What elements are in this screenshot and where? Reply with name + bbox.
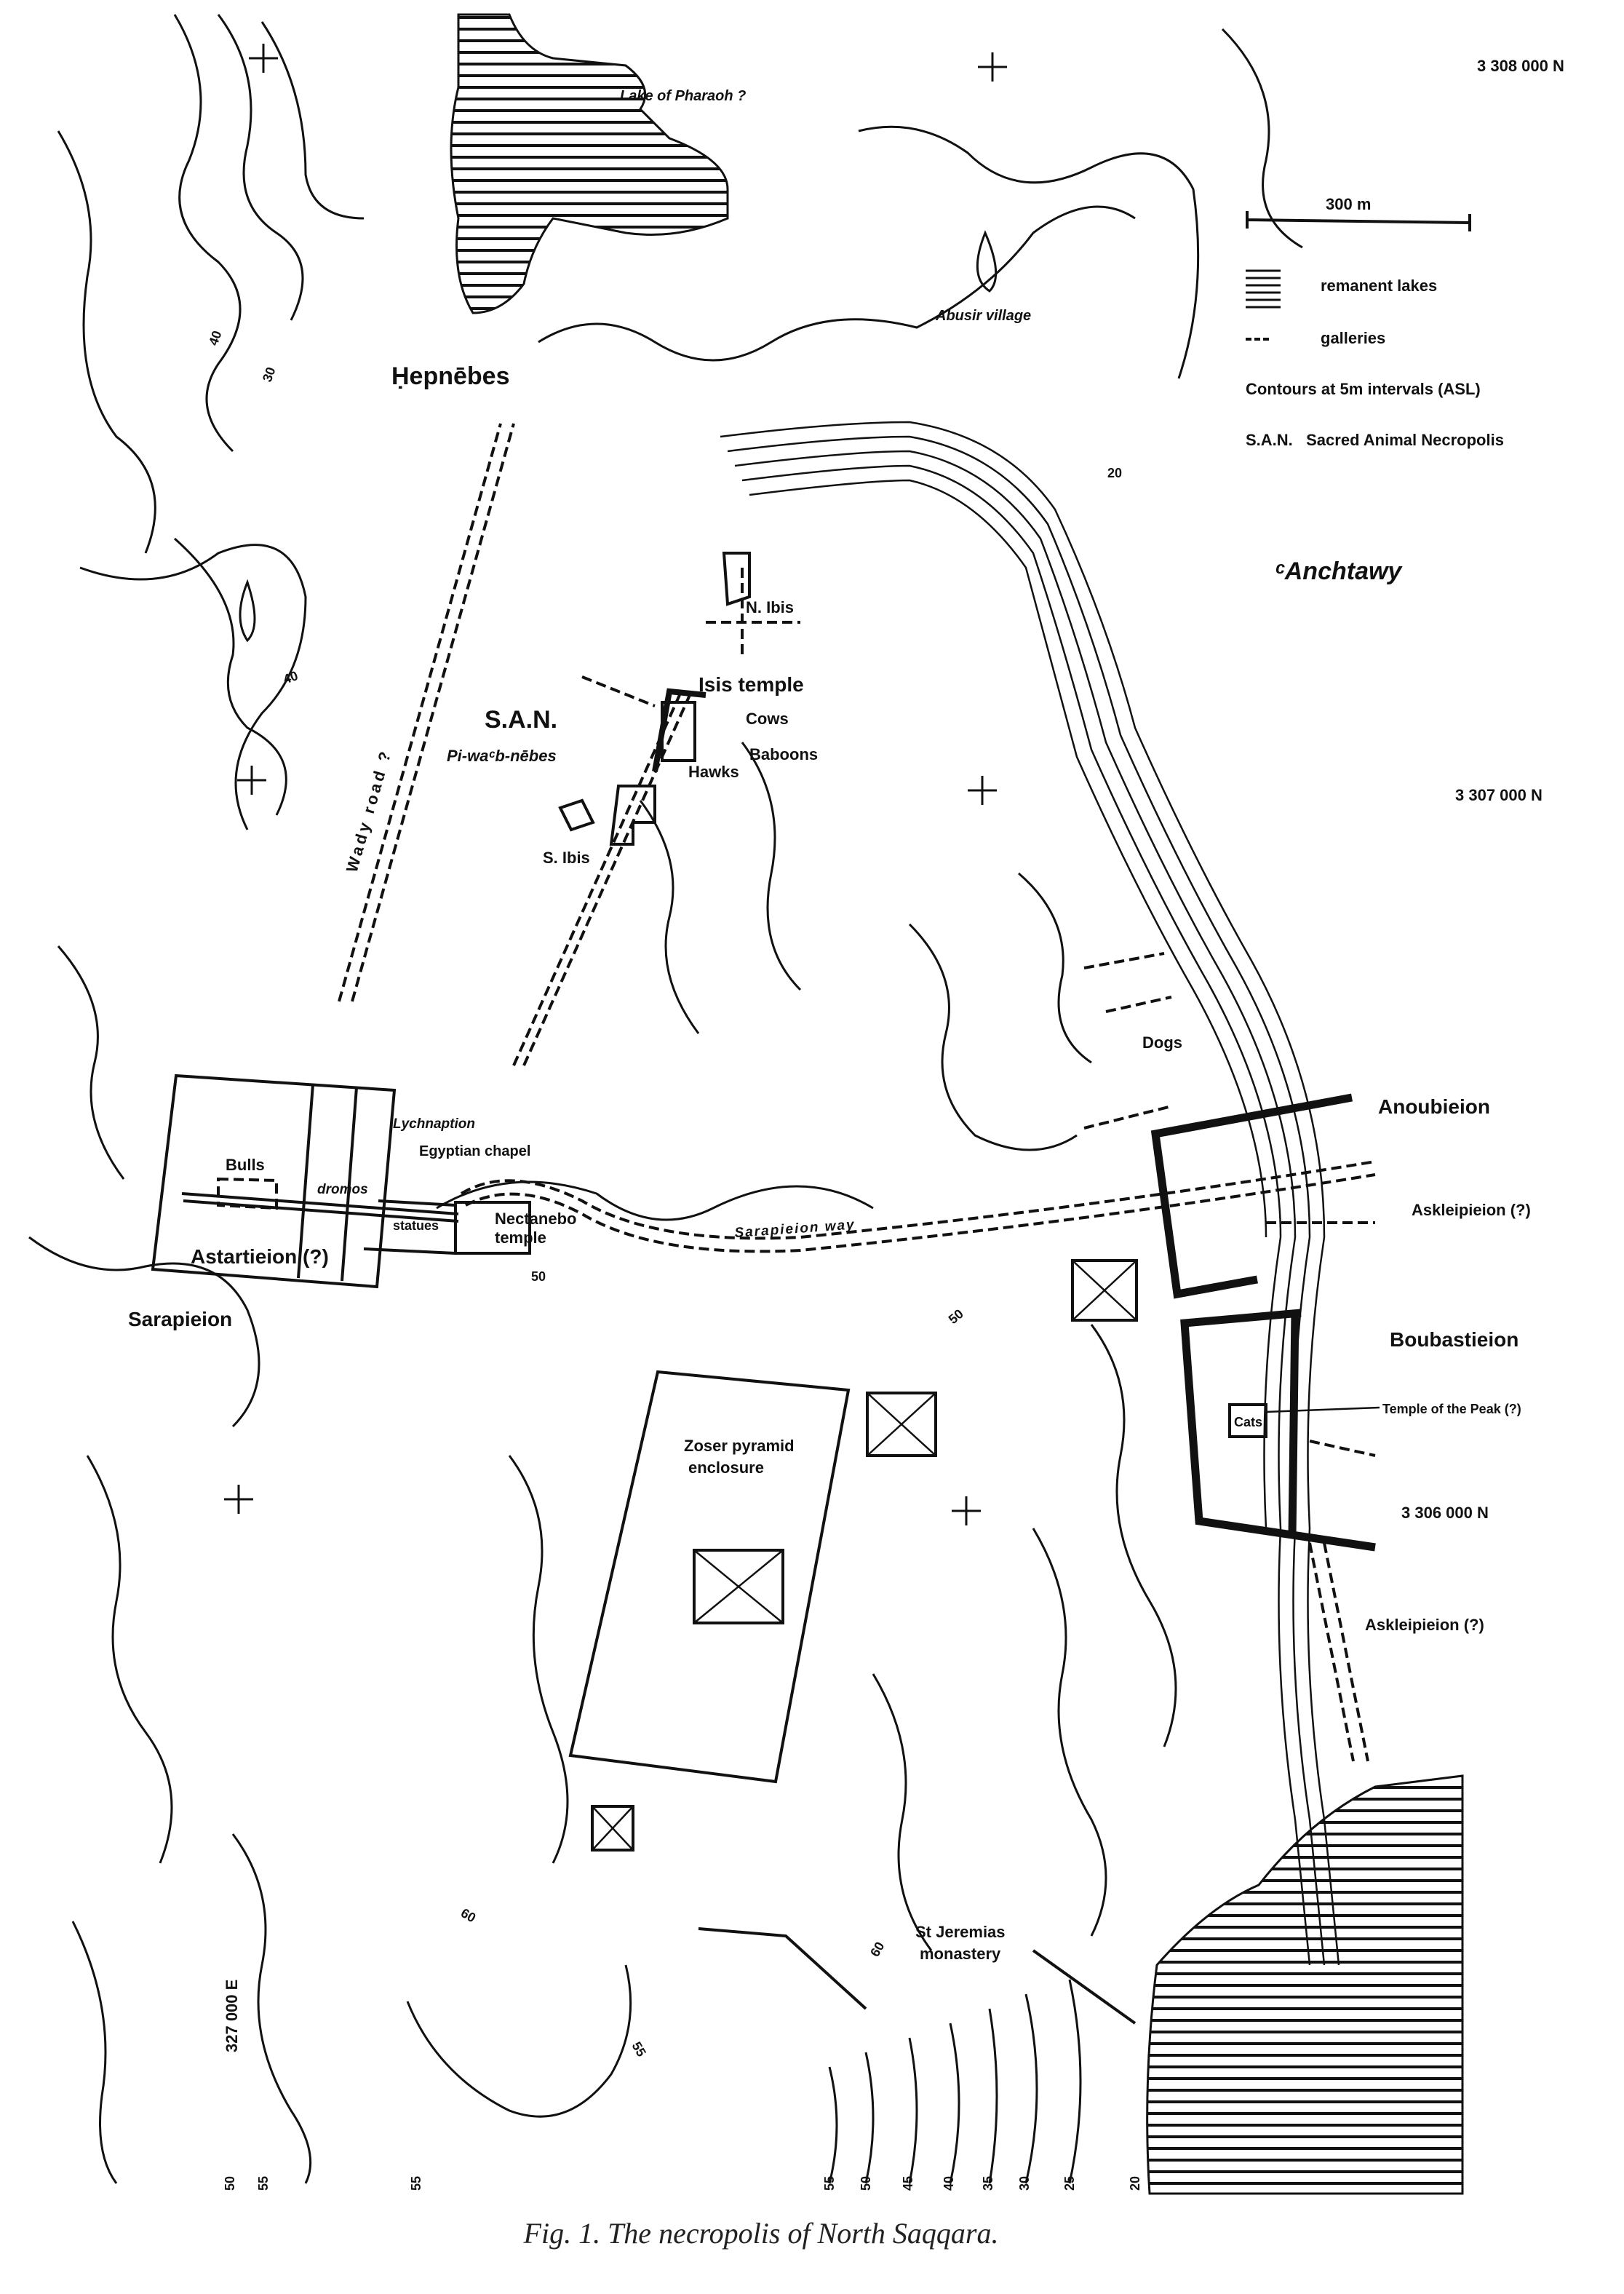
- contour-label: 50: [223, 2176, 237, 2191]
- zoser-enclosure: [568, 1370, 851, 1784]
- legend: 3 308 000 N 300 m remanent lakes galleri…: [1246, 57, 1564, 449]
- label-cats: Cats: [1234, 1415, 1262, 1429]
- label-zoser-enclosure: enclosure: [688, 1458, 764, 1477]
- label-askleipieion-south: Askleipieion (?): [1365, 1616, 1484, 1634]
- label-dromos: dromos: [317, 1182, 368, 1197]
- lakes-swatch: [1246, 269, 1281, 309]
- label-egyptian-chapel: Egyptian chapel: [419, 1143, 530, 1159]
- sarapieion-enclosure: [151, 1073, 531, 1289]
- label-cows: Cows: [746, 710, 789, 728]
- figure-caption: Fig. 1. The necropolis of North Saqqara.: [523, 2217, 999, 2250]
- contour-label: 55: [409, 2176, 423, 2191]
- label-hawks: Hawks: [688, 763, 739, 781]
- scale-label: 300 m: [1326, 195, 1371, 213]
- label-n-ibis: N. Ibis: [746, 598, 794, 616]
- label-boubastieion: Boubastieion: [1390, 1328, 1518, 1351]
- contour-label: 55: [822, 2176, 837, 2191]
- pyramid-icon: [591, 1805, 634, 1852]
- label-bulls: Bulls: [226, 1156, 265, 1174]
- label-lake-pharaoh: Lake of Pharaoh ?: [620, 88, 746, 104]
- pyramid-icon: [693, 1549, 784, 1624]
- label-abusir: Abusir village: [935, 308, 1031, 324]
- label-nectanebo: Nectanebo: [495, 1210, 576, 1228]
- label-anoubieion: Anoubieion: [1378, 1095, 1490, 1118]
- contour-label: 35: [981, 2176, 995, 2191]
- label-anchtawy: ᶜAnchtawy: [1275, 557, 1403, 585]
- label-nectanebo-temple: temple: [495, 1229, 546, 1247]
- contour-label: 50: [531, 1269, 546, 1284]
- contour-label: 45: [901, 2176, 915, 2191]
- legend-san: S.A.N. Sacred Animal Necropolis: [1246, 431, 1504, 449]
- legend-contours: Contours at 5m intervals (ASL): [1246, 380, 1481, 398]
- contour-lines: [28, 14, 1303, 2184]
- grid-label-3308000n: 3 308 000 N: [1477, 57, 1564, 75]
- label-baboons: Baboons: [749, 745, 818, 763]
- legend-galleries: galleries: [1321, 329, 1385, 347]
- scale-bar: [1246, 211, 1471, 231]
- contour-label: 40: [206, 329, 225, 348]
- label-hepnebes: Ḥepnēbes: [391, 362, 510, 390]
- contour-label: 25: [1062, 2176, 1077, 2191]
- lake-of-pharaoh-hatch: [450, 13, 729, 314]
- label-lychnaption: Lychnaption: [393, 1116, 475, 1132]
- contour-label: 20: [1107, 466, 1122, 480]
- grid-cross-icons: [224, 44, 1007, 1525]
- contour-label: 30: [260, 365, 279, 384]
- label-askleipieion-north: Askleipieion (?): [1412, 1201, 1531, 1219]
- grid-label-327000e: 327 000 E: [223, 1980, 241, 2052]
- label-zoser: Zoser pyramid: [684, 1437, 795, 1455]
- label-statues: statues: [393, 1218, 439, 1233]
- boubastieion-enclosure: [1180, 1309, 1376, 1552]
- temple-of-the-peak: [1228, 1403, 1267, 1438]
- contour-label: 50: [859, 2176, 873, 2191]
- contour-label: 60: [458, 1905, 478, 1925]
- contour-label: 55: [629, 2039, 649, 2059]
- label-piwsb-nebes: Pi-waᶜb-nēbes: [447, 747, 557, 765]
- southeast-lake-hatch: [1146, 1774, 1464, 2195]
- label-st-jeremias: St Jeremias: [915, 1923, 1006, 1941]
- pyramids: [591, 1259, 1138, 1852]
- label-isis-temple: Isis temple: [698, 673, 804, 696]
- contour-label: 40: [942, 2176, 956, 2191]
- contour-label: 20: [1128, 2176, 1142, 2191]
- label-dogs: Dogs: [1142, 1033, 1182, 1052]
- label-temple-of-the-peak: Temple of the Peak (?): [1382, 1402, 1521, 1416]
- contour-value-labels: 40 30 40 20 50 50 60 60 55 50 55 55 55 5…: [206, 329, 1142, 2191]
- contour-label: 30: [1017, 2176, 1032, 2191]
- label-wady-road: Wady road ?: [343, 747, 395, 874]
- anoubieion-enclosure: [1150, 1093, 1353, 1299]
- contour-label: 50: [946, 1306, 966, 1327]
- contour-label: 60: [867, 1940, 887, 1959]
- legend-lakes: remanent lakes: [1321, 277, 1437, 295]
- label-sarapieion: Sarapieion: [128, 1308, 232, 1330]
- isis-temple-structure: [558, 552, 751, 846]
- label-astartieion: Astartieion (?): [191, 1245, 329, 1268]
- pyramid-icon: [866, 1392, 937, 1457]
- grid-label-3307000n: 3 307 000 N: [1455, 786, 1543, 804]
- pyramid-icon: [1071, 1259, 1138, 1322]
- label-san: S.A.N.: [485, 706, 557, 734]
- label-monastery: monastery: [920, 1945, 1001, 1963]
- label-s-ibis: S. Ibis: [543, 849, 590, 867]
- grid-label-3306000n: 3 306 000 N: [1401, 1504, 1489, 1522]
- contour-label: 55: [256, 2176, 271, 2191]
